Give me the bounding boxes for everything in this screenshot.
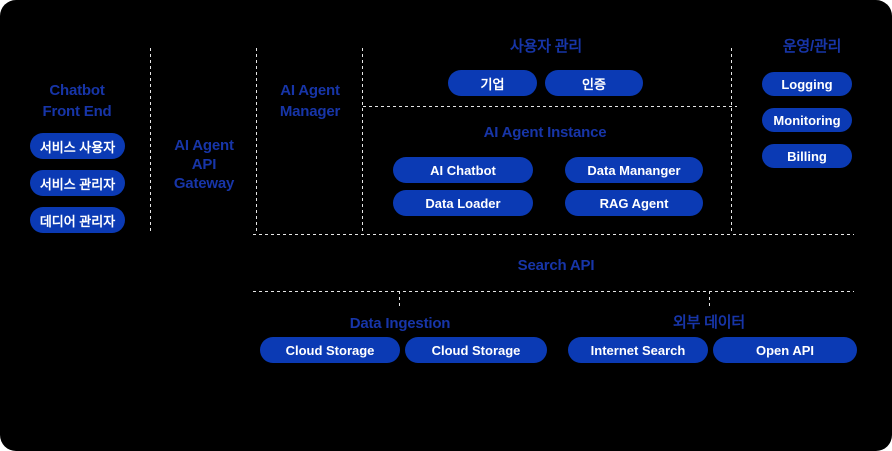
node-service-user: 서비스 사용자 [30,133,125,159]
chatbot-frontend-title-line1: Chatbot [49,82,105,99]
divider-top-searchapi [253,234,854,235]
chatbot-frontend-title: Chatbot Front End [15,80,139,122]
api-gateway-title-line1: AI Agent [174,137,234,154]
agent-manager-title-line2: Manager [279,103,341,120]
divider-searchapi-bottom [253,291,854,292]
node-rag-agent: RAG Agent [565,190,703,216]
node-company: 기업 [448,70,537,96]
divider-gateway-manager [256,48,257,234]
user-management-title: 사용자 관리 [510,38,582,55]
node-internet-search: Internet Search [568,337,708,363]
node-monitoring: Monitoring [762,108,852,132]
external-data-title: 외부 데이터 [673,314,745,331]
divider-instance-ops [731,48,732,234]
chatbot-frontend-title-line2: Front End [42,103,112,120]
node-data-loader: Data Loader [393,190,533,216]
divider-usermgmt-instance [363,106,737,107]
connector-data-ingestion [399,291,400,306]
divider-manager-usermgmt [362,48,363,234]
node-data-manager: Data Mananger [565,157,703,183]
node-auth: 인증 [545,70,643,96]
node-cloud-storage-1: Cloud Storage [260,337,400,363]
node-billing: Billing [762,144,852,168]
node-service-admin: 서비스 관리자 [30,170,125,196]
divider-frontend-gateway [150,48,151,234]
node-logging: Logging [762,72,852,96]
node-open-api: Open API [713,337,857,363]
api-gateway-title: AI Agent API Gateway [104,136,304,193]
operations-title: 운영/관리 [782,38,842,55]
api-gateway-title-line3: Gateway [173,175,235,192]
agent-instance-title: AI Agent Instance [483,124,607,141]
search-api-title: Search API [517,257,595,274]
node-ai-chatbot: AI Chatbot [393,157,533,183]
agent-manager-title: AI Agent Manager [210,80,410,122]
connector-external-data [709,291,710,306]
data-ingestion-title: Data Ingestion [349,315,451,332]
agent-manager-title-line1: AI Agent [280,82,340,99]
node-media-admin: 데디어 관리자 [30,207,125,233]
node-cloud-storage-2: Cloud Storage [405,337,547,363]
api-gateway-title-line2: API [191,156,217,173]
